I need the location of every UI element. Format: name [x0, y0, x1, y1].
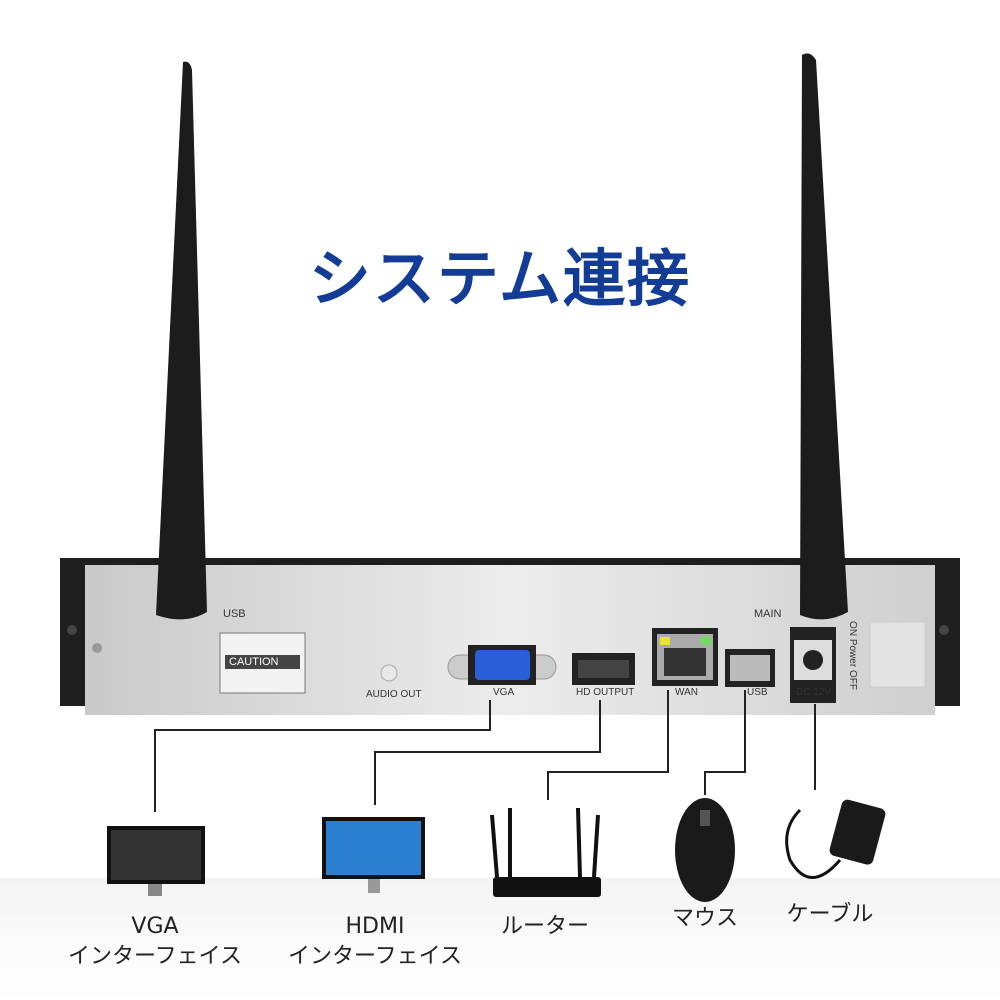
vga-monitor-icon	[107, 826, 205, 896]
usb-label: USB	[747, 687, 768, 698]
antenna-left	[156, 61, 207, 620]
mouse-icon	[675, 798, 735, 902]
dc-jack	[803, 650, 823, 670]
vga-label: VGA	[493, 687, 515, 698]
audio-out-label: AUDIO OUT	[366, 689, 422, 700]
antenna-right	[800, 53, 848, 620]
power-adapter-icon	[785, 799, 886, 879]
device-hdmi-title: HDMI	[345, 914, 405, 939]
hd-output-label: HD OUTPUT	[576, 687, 635, 698]
wan-label: WAN	[675, 687, 698, 698]
hdmi-port	[578, 660, 629, 678]
power-switch	[869, 621, 926, 688]
dc-label: DC 12V	[796, 687, 832, 698]
usb-port	[730, 655, 770, 681]
device-hdmi: HDMI インターフェイス	[280, 912, 470, 972]
device-router: ルーター	[500, 914, 589, 939]
power-label: ON Power OFF	[846, 621, 858, 690]
page-title: システム連接	[308, 242, 692, 315]
floor-shadow	[0, 878, 1000, 1000]
device-mouse: マウス	[671, 906, 738, 931]
device-cable: ケーブル	[786, 902, 874, 927]
device-vga: VGA インターフェイス	[60, 912, 250, 972]
caution-text: CAUTION	[229, 656, 279, 668]
router-icon	[490, 807, 601, 897]
device-hdmi-subtitle: インターフェイス	[287, 944, 463, 969]
antenna-usb-label: USB	[223, 608, 246, 620]
connection-lines	[154, 690, 816, 812]
hdmi-monitor-icon	[322, 817, 425, 893]
device-vga-title: VGA	[131, 914, 179, 939]
vga-port	[475, 650, 530, 680]
antenna-main-label: MAIN	[754, 608, 782, 620]
audio-out-jack	[380, 664, 398, 682]
device-vga-subtitle: インターフェイス	[67, 944, 243, 969]
